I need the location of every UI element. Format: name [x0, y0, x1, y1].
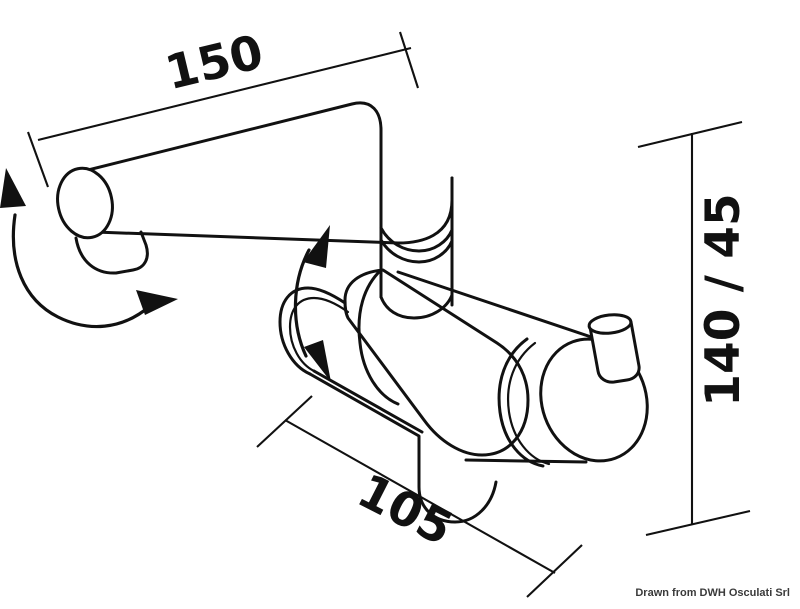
dimension-height-range: 140 / 45	[637, 120, 751, 537]
wall-flange-outer	[278, 286, 347, 376]
body-top-edge	[396, 270, 617, 347]
lever-handle	[587, 313, 641, 384]
riser-swivel-arrow	[293, 225, 331, 382]
body-bottom-edge	[464, 458, 588, 464]
spout-bottom-edge	[93, 176, 454, 245]
body-seam-ring-outer	[497, 337, 545, 468]
watermark-credit: Drawn from DWH Osculati Srl	[635, 587, 790, 599]
dimension-tick-right	[526, 544, 583, 598]
dimension-tick-left	[256, 395, 313, 448]
lever-handle-top	[587, 313, 633, 335]
spout-swivel-arrow	[0, 168, 178, 329]
wall-flange-skirt-edge	[312, 369, 424, 434]
dimension-label-140-45: 140 / 45	[696, 193, 751, 406]
wall-flange-skirt	[308, 372, 498, 524]
dimension-label-105: 105	[349, 463, 461, 557]
dimension-label-150: 150	[160, 25, 268, 101]
dimension-tick-bottom	[645, 509, 751, 537]
dimension-line	[37, 46, 412, 142]
lever-handle-body	[588, 320, 641, 384]
body-seam-ring-inner	[507, 341, 551, 466]
spout-swivel-arrowhead-right	[136, 290, 178, 315]
riser-swivel-arrowhead-down	[304, 340, 331, 382]
riser-swivel-arrowhead-up	[303, 225, 330, 268]
spout-swivel-arrowhead-up	[0, 168, 26, 208]
riser-collar-front	[379, 238, 454, 264]
dimension-tick-top	[637, 120, 743, 149]
spout-outlet-lip	[74, 230, 149, 275]
spout-outlet	[56, 166, 114, 240]
dimension-spout-length: 150	[27, 25, 419, 188]
body-mid-ring	[357, 268, 400, 406]
mixer-body	[343, 268, 649, 468]
riser-base-merge	[379, 293, 454, 320]
riser-collar-back	[379, 226, 454, 253]
mixer-body-outline	[343, 268, 530, 457]
dimension-tick-left	[27, 131, 49, 188]
spout-tube	[56, 101, 454, 275]
spout-swivel-arc	[11, 213, 152, 329]
dimension-tick-right	[399, 31, 419, 89]
spout-top-edge	[70, 101, 383, 176]
